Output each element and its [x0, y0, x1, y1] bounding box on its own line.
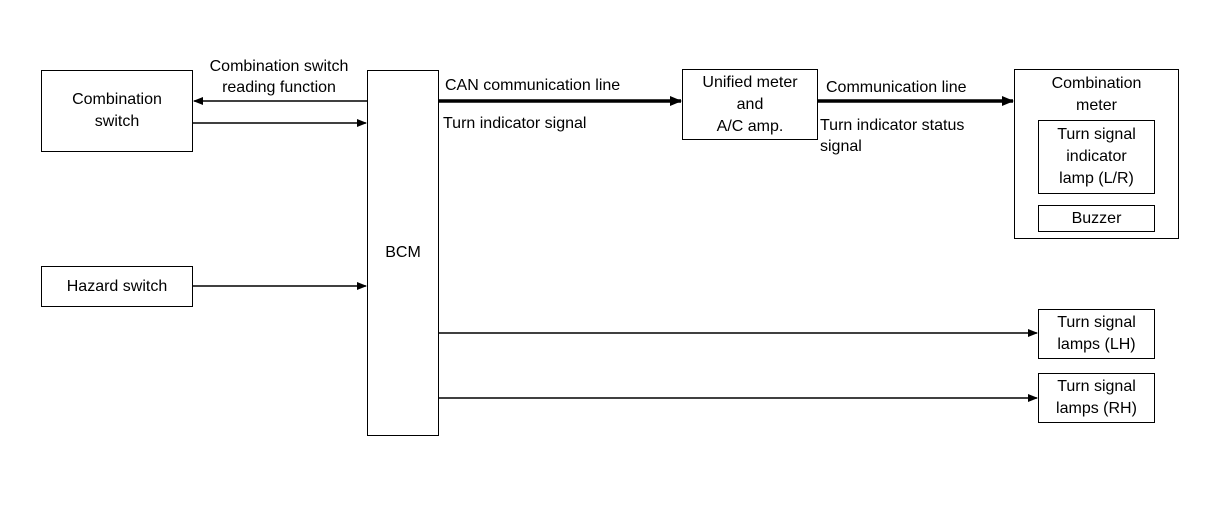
- can-communication-line-label: CAN communication line: [445, 77, 621, 94]
- reading-label-line-2: reading function: [222, 79, 336, 96]
- unified-meter-box: Unified meter and A/C amp.: [682, 69, 818, 140]
- unified-meter-label-1: Unified meter: [702, 73, 798, 91]
- unified-meter-label-3: A/C amp.: [716, 117, 784, 135]
- hazard-switch-label: Hazard switch: [66, 277, 168, 295]
- indicator-lamp-label-3: lamp (L/R): [1059, 170, 1134, 187]
- status-signal-line-2: signal: [820, 138, 862, 155]
- turn-signal-lamps-lh-box: Turn signal lamps (LH): [1038, 309, 1155, 359]
- lamps-lh-label-1: Turn signal: [1057, 314, 1136, 331]
- combination-switch-reading-label: Combination switch reading function: [196, 56, 362, 98]
- bcm-label: BCM: [385, 244, 421, 261]
- status-signal-line-1: Turn indicator status: [820, 117, 965, 134]
- bcm-box: BCM: [367, 70, 439, 436]
- buzzer-box: Buzzer: [1038, 205, 1155, 232]
- combination-meter-label-2: meter: [1076, 97, 1117, 114]
- hazard-switch-box: Hazard switch: [41, 266, 193, 307]
- reading-label-line-1: Combination switch: [209, 58, 349, 75]
- combination-meter-label-1: Combination: [1051, 75, 1142, 92]
- turn-signal-lamps-rh-box: Turn signal lamps (RH): [1038, 373, 1155, 423]
- turn-signal-indicator-lamp-box: Turn signal indicator lamp (L/R): [1038, 120, 1155, 194]
- unified-meter-label-2: and: [736, 95, 764, 113]
- turn-indicator-status-signal-label: Turn indicator status signal: [820, 115, 964, 157]
- combination-switch-label-2: switch: [94, 113, 140, 130]
- lamps-rh-label-2: lamps (RH): [1056, 400, 1137, 417]
- combination-switch-label-1: Combination: [72, 91, 162, 108]
- communication-line-label: Communication line: [826, 79, 967, 96]
- turn-indicator-signal-label: Turn indicator signal: [443, 115, 587, 132]
- indicator-lamp-label-1: Turn signal: [1057, 126, 1136, 143]
- indicator-lamp-label-2: indicator: [1066, 148, 1127, 165]
- combination-switch-box: Combination switch: [41, 70, 193, 152]
- lamps-lh-label-2: lamps (LH): [1057, 336, 1136, 353]
- buzzer-label: Buzzer: [1071, 209, 1122, 227]
- lamps-rh-label-1: Turn signal: [1057, 378, 1136, 395]
